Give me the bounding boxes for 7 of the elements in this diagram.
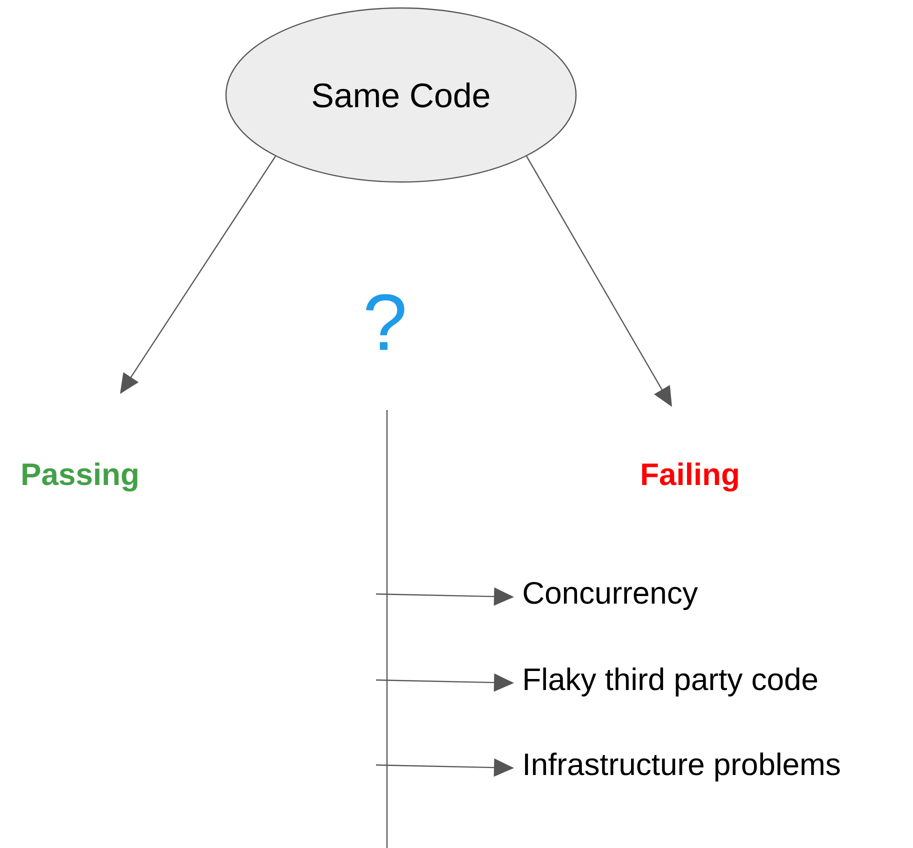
- status-label: Failing: [642, 462, 738, 492]
- question-mark: ?: [366, 294, 404, 350]
- cause-label: Concurrency: [524, 582, 698, 610]
- status-label: Passing: [22, 462, 138, 492]
- ellipse-node: Same Code: [225, 7, 577, 183]
- cause-label: Infrastructure problems: [525, 752, 840, 782]
- cause-label: Flaky third party code: [524, 668, 818, 696]
